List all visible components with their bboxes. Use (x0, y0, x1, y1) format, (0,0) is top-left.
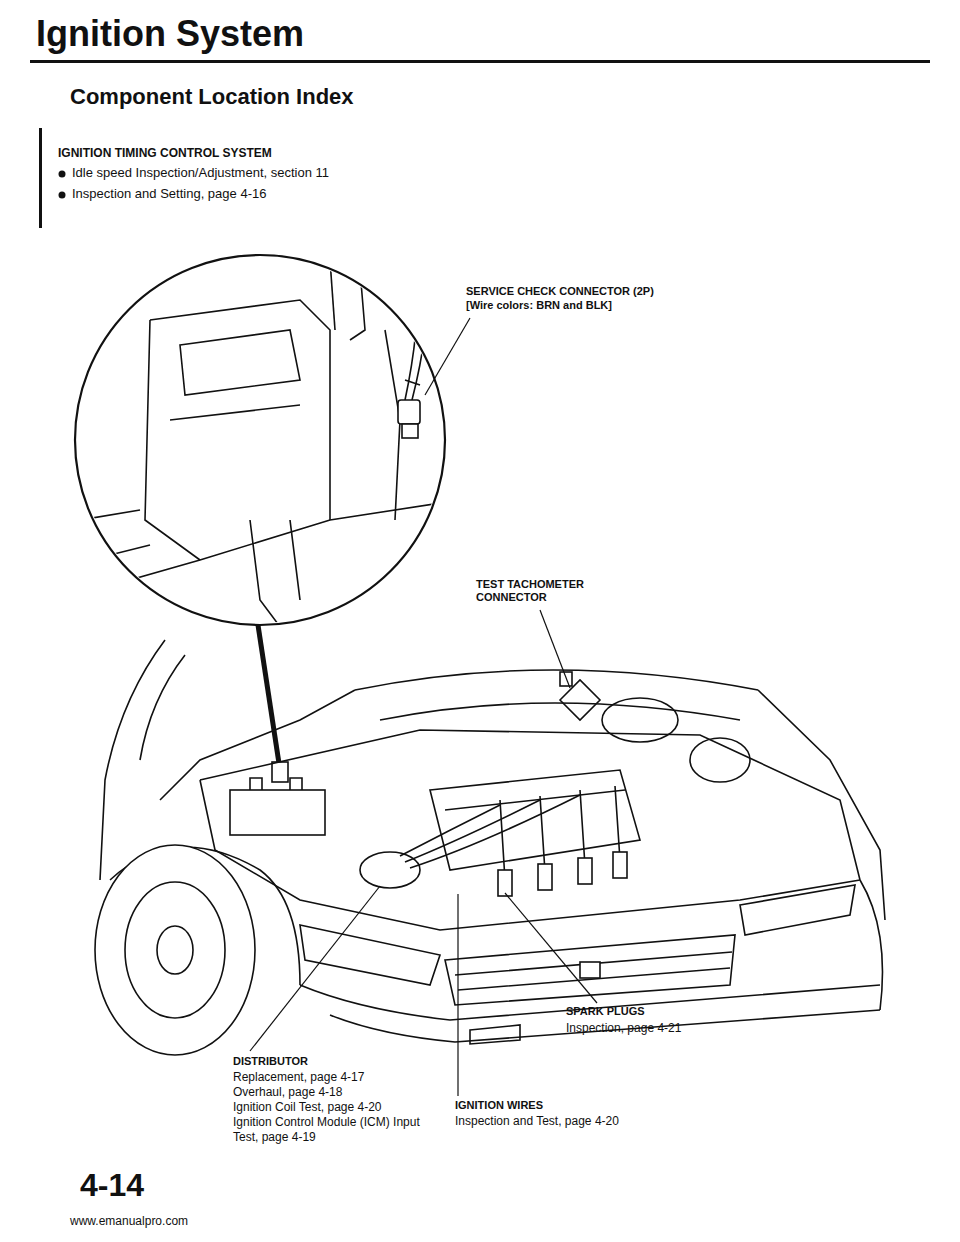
illustration-line (258, 625, 280, 770)
illustration-line (80, 510, 140, 520)
page-number: 4-14 (80, 1166, 144, 1204)
illustration-line (290, 520, 300, 600)
illustration-line (405, 380, 420, 385)
illustration-line (690, 738, 750, 782)
illustration-line (39, 128, 42, 228)
illustration-line (860, 880, 883, 1010)
part-name: SERVICE CHECK CONNECTOR (2P) (466, 285, 654, 298)
illustration-line (380, 703, 740, 720)
illustration-line (398, 400, 420, 424)
page-reference: Replacement, page 4-17 (233, 1070, 364, 1084)
part-name: DISTRIBUTOR (233, 1055, 308, 1068)
illustration-line (59, 192, 66, 199)
illustration-line (740, 885, 855, 935)
illustration-line (580, 962, 600, 978)
illustration-line (160, 690, 355, 800)
illustration-line (95, 845, 255, 1055)
part-name: IGNITION WIRES (455, 1099, 543, 1112)
illustration-line (412, 270, 428, 400)
illustration-line (30, 60, 930, 63)
illustration-line (200, 730, 860, 880)
illustration-line (350, 270, 365, 340)
illustration-line (360, 852, 420, 888)
illustration-line (758, 690, 885, 920)
illustration-line (430, 770, 640, 870)
illustration-line (505, 893, 597, 1003)
illustration-line (75, 255, 445, 625)
watermark: www.emanualpro.com (70, 1214, 188, 1228)
illustration-line (180, 330, 300, 395)
illustration-line (90, 545, 150, 560)
illustration-line (300, 985, 880, 1020)
system-heading: IGNITION TIMING CONTROL SYSTEM (58, 146, 272, 160)
illustration-line (402, 424, 418, 438)
illustration-line (498, 870, 512, 896)
page-reference: Ignition Coil Test, page 4-20 (233, 1100, 382, 1114)
illustration-line (457, 894, 458, 1096)
illustration-line (157, 926, 193, 974)
illustration-line (100, 640, 165, 880)
illustration-line (59, 171, 66, 178)
part-name: SPARK PLUGS (566, 1005, 645, 1018)
illustration-line (170, 405, 300, 420)
illustration-line (470, 1025, 520, 1044)
illustration-line (250, 886, 380, 1051)
illustration-line (140, 655, 185, 760)
illustration-line (425, 318, 470, 395)
illustration-line (272, 762, 288, 782)
reference-item: Inspection and Setting, page 4-16 (72, 186, 266, 202)
illustration-line (578, 858, 592, 884)
reference-item: Idle speed Inspection/Adjustment, sectio… (72, 165, 329, 181)
illustration-line (60, 255, 460, 640)
page-reference: Overhaul, page 4-18 (233, 1085, 342, 1099)
illustration-line (613, 852, 627, 878)
illustration-line (250, 778, 302, 790)
illustration-line (355, 670, 758, 690)
illustration-line (60, 260, 460, 640)
illustration-line (60, 500, 460, 600)
illustration-line (455, 952, 732, 990)
part-name: TEST TACHOMETER CONNECTOR (476, 578, 596, 604)
wire-note: [Wire colors: BRN and BLK] (466, 299, 612, 312)
illustration-line (400, 795, 580, 868)
illustration-line (125, 882, 225, 1018)
illustration-line (602, 698, 678, 742)
illustration-line (538, 864, 552, 890)
illustration-line (145, 320, 200, 560)
page-reference: Ignition Control Module (ICM) Input Test… (233, 1115, 423, 1145)
illustration-line (250, 318, 597, 1096)
page-reference: Inspection and Test, page 4-20 (455, 1114, 619, 1128)
illustration-line (330, 260, 335, 330)
illustration-line (95, 640, 885, 1055)
section-heading: Component Location Index (70, 84, 354, 110)
illustration-line (445, 790, 625, 810)
illustration-line (150, 300, 330, 520)
illustration-line (500, 786, 620, 880)
illustration-line (540, 610, 570, 688)
page-reference: Inspection, page 4-21 (566, 1021, 681, 1035)
illustration-line (250, 520, 290, 640)
illustration-line (300, 925, 440, 985)
illustration-line (230, 790, 325, 835)
page-title: Ignition System (36, 12, 304, 55)
illustration-line (385, 330, 400, 520)
